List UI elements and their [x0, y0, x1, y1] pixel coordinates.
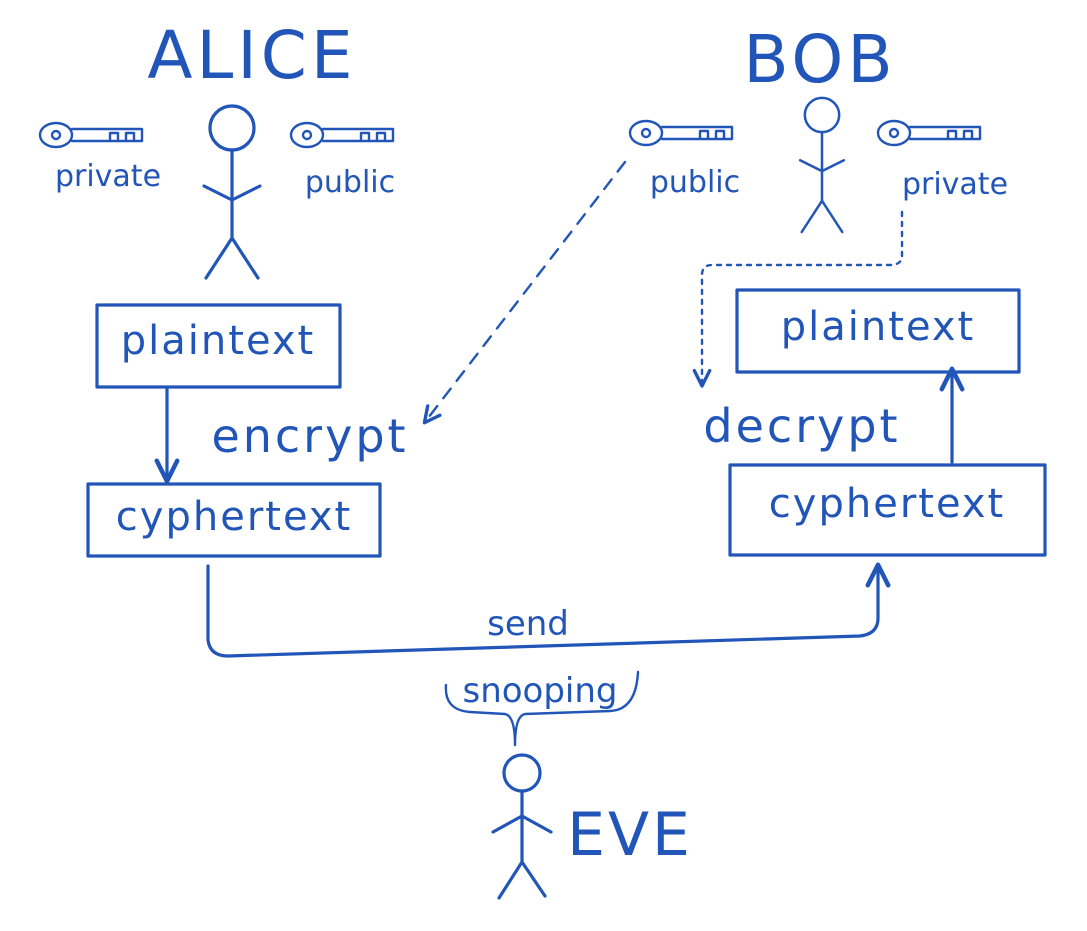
public-key-to-encrypt-arrow: [422, 160, 627, 425]
private-key-to-decrypt-arrow: [692, 210, 904, 388]
bob-private-key-label: private: [902, 167, 1008, 202]
bob-public-key-label: public: [650, 165, 740, 200]
alice-section: ALICE private public plaintext encrypt c…: [38, 17, 408, 558]
bob-name: BOB: [743, 21, 896, 98]
bob-plaintext-box: [735, 288, 1021, 374]
bob-private-key-icon: [876, 119, 982, 147]
alice-private-key-label: private: [55, 159, 161, 194]
send-label: send: [487, 604, 569, 644]
alice-private-key-icon: [38, 121, 144, 149]
snooping-brace: [444, 670, 640, 747]
alice-encrypt-label: encrypt: [211, 409, 408, 463]
bob-cyphertext-box: [728, 463, 1047, 557]
bob-plaintext-label: plaintext: [781, 304, 975, 350]
bob-public-key-icon: [628, 119, 734, 147]
alice-public-key-icon: [289, 121, 395, 149]
alice-cyphertext-label: cyphertext: [116, 494, 352, 540]
alice-plaintext-label: plaintext: [121, 318, 315, 364]
send-line-arrow: [206, 562, 891, 658]
alice-cyphertext-box: [86, 482, 382, 558]
snooping-label: snooping: [462, 671, 617, 711]
bob-section: BOB public private plaintext decrypt cyp…: [628, 21, 1047, 557]
eve-name: EVE: [567, 800, 693, 870]
alice-name: ALICE: [147, 17, 356, 94]
bob-decrypt-label: decrypt: [703, 399, 900, 453]
eve-stick-figure-icon: [491, 753, 553, 900]
bob-cyphertext-label: cyphertext: [769, 481, 1005, 527]
alice-public-key-label: public: [305, 165, 395, 200]
eve-section: EVE: [491, 753, 693, 900]
alice-plaintext-box: [95, 303, 342, 389]
send-channel: send snooping: [206, 562, 891, 747]
bob-stick-figure-icon: [798, 96, 846, 234]
alice-stick-figure-icon: [202, 104, 262, 280]
